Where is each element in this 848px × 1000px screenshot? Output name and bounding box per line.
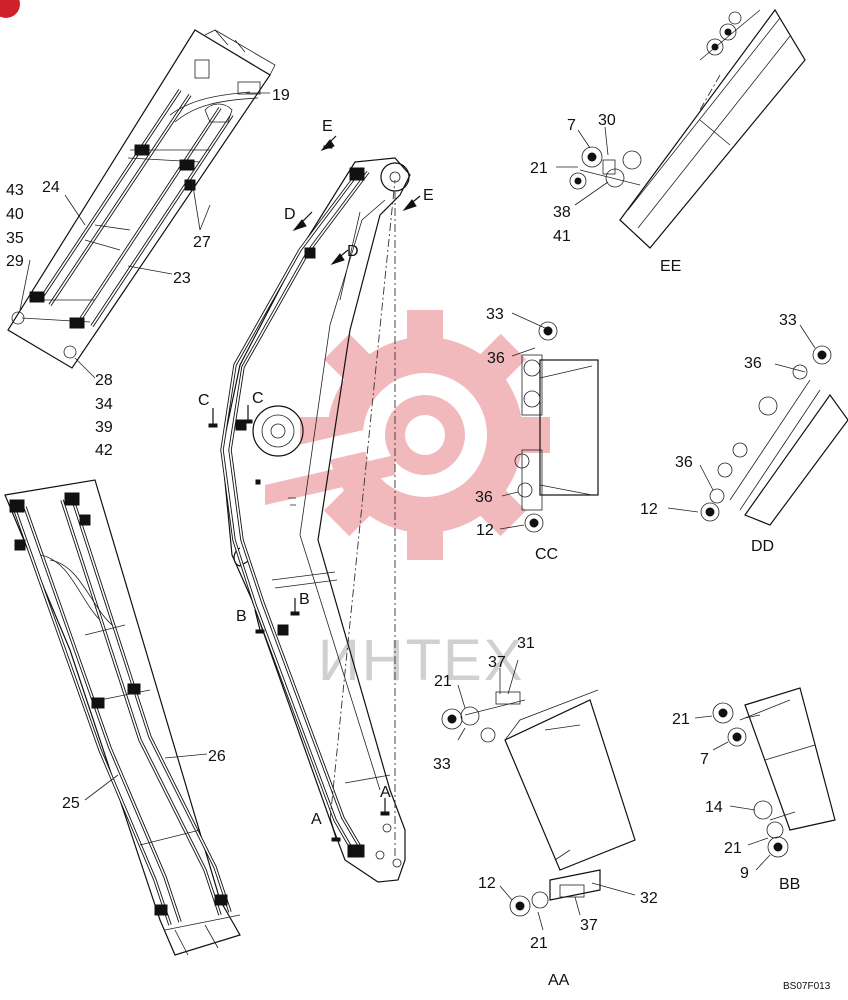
part-label-33-dd: 33: [779, 312, 797, 329]
marker-e-right: E: [423, 187, 434, 204]
part-label-38: 38: [553, 204, 571, 221]
part-label-12-dd: 12: [640, 501, 658, 518]
section-ee-view: [569, 8, 806, 249]
part-label-33-cc: 33: [486, 306, 504, 323]
leader-lines: [19, 92, 816, 931]
part-label-34: 34: [95, 396, 113, 413]
part-label-21-aa-bottom: 21: [530, 935, 548, 952]
part-label-42: 42: [95, 442, 113, 459]
part-label-21-bb-bottom: 21: [724, 840, 742, 857]
part-label-36-dd-top: 36: [744, 355, 762, 372]
section-cut-markers: [208, 135, 421, 842]
part-label-43: 43: [6, 182, 24, 199]
watermark-text: ИНТЕХ: [318, 628, 524, 693]
marker-b-left: B: [236, 608, 247, 625]
corner-mark: [0, 0, 20, 18]
section-cut-letters: E E D D C C B B A A: [198, 118, 434, 828]
part-label-36-dd-bottom: 36: [675, 454, 693, 471]
section-bb-view: [712, 687, 836, 858]
part-label-36-cc-top: 36: [487, 350, 505, 367]
marker-e-left: E: [322, 118, 333, 135]
boom-side-view: [220, 157, 411, 883]
part-label-7-ee: 7: [567, 117, 576, 134]
part-label-9: 9: [740, 865, 749, 882]
section-title-bb: BB: [779, 876, 800, 893]
part-label-21-ee: 21: [530, 160, 548, 177]
watermark-gear-logo: ИНТЕХ: [255, 310, 550, 693]
drawing-code: BS07F013: [783, 981, 831, 992]
section-title-dd: DD: [751, 538, 774, 555]
part-label-29: 29: [6, 253, 24, 270]
part-label-12-aa: 12: [478, 875, 496, 892]
part-label-36-cc-bottom: 36: [475, 489, 493, 506]
part-label-25: 25: [62, 795, 80, 812]
part-label-27: 27: [193, 234, 211, 251]
section-title-aa: AA: [548, 972, 570, 989]
part-label-26: 26: [208, 748, 226, 765]
part-label-12-cc: 12: [476, 522, 494, 539]
marker-d-left: D: [284, 206, 296, 223]
part-label-40: 40: [6, 206, 24, 223]
part-label-37-aa-bottom: 37: [580, 917, 598, 934]
part-label-35: 35: [6, 230, 24, 247]
part-label-30: 30: [598, 112, 616, 129]
marker-a-left: A: [311, 811, 322, 828]
upper-boom-piping-view: [7, 29, 276, 369]
section-title-ee: EE: [660, 258, 681, 275]
part-label-39: 39: [95, 419, 113, 436]
part-label-24: 24: [42, 179, 60, 196]
section-aa-view: [441, 689, 636, 917]
part-number-labels: 19 24 23 27 43 40 35 29 28 34 39 42 26 2…: [6, 87, 797, 952]
part-label-37-aa-top: 37: [488, 654, 506, 671]
part-label-41: 41: [553, 228, 571, 245]
marker-d-right: D: [347, 243, 359, 260]
part-label-19: 19: [272, 87, 290, 104]
part-label-23: 23: [173, 270, 191, 287]
section-title-cc: CC: [535, 546, 558, 563]
part-label-33-aa: 33: [433, 756, 451, 773]
section-titles: EE CC DD BB AA: [535, 258, 800, 989]
section-dd-view: [700, 345, 848, 526]
part-label-14: 14: [705, 799, 723, 816]
section-cc-view: [514, 321, 599, 533]
part-label-28: 28: [95, 372, 113, 389]
part-label-21-bb-top: 21: [672, 711, 690, 728]
marker-c-left: C: [198, 392, 210, 409]
marker-a-right: A: [380, 784, 391, 801]
marker-c-right: C: [252, 390, 264, 407]
part-label-7-bb: 7: [700, 751, 709, 768]
marker-b-right: B: [299, 591, 310, 608]
part-label-21-aa-top: 21: [434, 673, 452, 690]
part-label-32: 32: [640, 890, 658, 907]
lower-boom-piping-view: [4, 479, 241, 956]
part-label-31: 31: [517, 635, 535, 652]
